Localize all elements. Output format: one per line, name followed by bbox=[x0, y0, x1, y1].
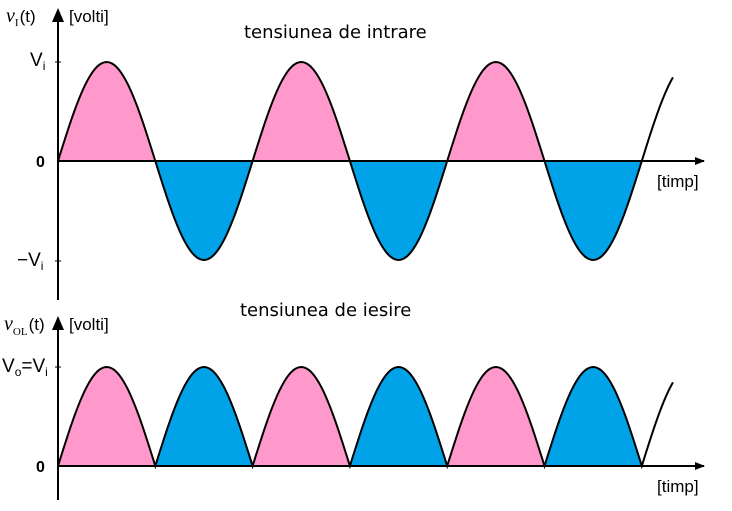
input-y-label: vI(t) bbox=[6, 5, 36, 29]
output-halfwave-5 bbox=[447, 367, 545, 466]
output-title: tensiunea de iesire bbox=[240, 300, 411, 321]
output-halfwave-6 bbox=[544, 367, 642, 466]
input-curve bbox=[57, 60, 674, 262]
output-y-label: vOL(t) bbox=[4, 313, 45, 338]
output-curve bbox=[57, 365, 674, 470]
output-halfwave-2 bbox=[155, 367, 253, 466]
output-zero-label: 0 bbox=[36, 459, 45, 476]
input-halfwaves bbox=[58, 62, 642, 260]
output-y-unit: [volti] bbox=[69, 315, 109, 334]
output-x-unit: [timp] bbox=[657, 477, 699, 496]
input-y-unit: [volti] bbox=[69, 7, 109, 26]
input-title: tensiunea de intrare bbox=[244, 22, 427, 43]
input-y-arrow bbox=[52, 8, 64, 22]
input-halfwave-2 bbox=[155, 161, 253, 260]
input-halfwave-4 bbox=[349, 161, 448, 260]
output-tick-max-label: Vo=Vi bbox=[2, 356, 48, 379]
input-zero-label: 0 bbox=[36, 154, 45, 171]
output-halfwave-3 bbox=[252, 367, 350, 466]
input-tick-min-label: −Vi bbox=[17, 250, 43, 273]
output-y-arrow bbox=[52, 316, 64, 330]
input-halfwave-3 bbox=[252, 62, 350, 161]
output-halfwave-1 bbox=[58, 367, 156, 466]
output-halfwave-4 bbox=[349, 367, 448, 466]
output-plot: vOL(t) [volti] tensiunea de iesire Vo=Vi… bbox=[2, 300, 705, 500]
input-tick-max-label: Vi bbox=[30, 50, 45, 73]
input-x-unit: [timp] bbox=[657, 172, 699, 191]
input-halfwave-5 bbox=[447, 62, 545, 161]
output-halfwaves bbox=[58, 367, 642, 466]
input-plot: vI(t) [volti] tensiunea de intrare Vi 0 … bbox=[6, 5, 705, 300]
input-halfwave-6 bbox=[544, 161, 642, 260]
input-halfwave-1 bbox=[58, 62, 156, 161]
